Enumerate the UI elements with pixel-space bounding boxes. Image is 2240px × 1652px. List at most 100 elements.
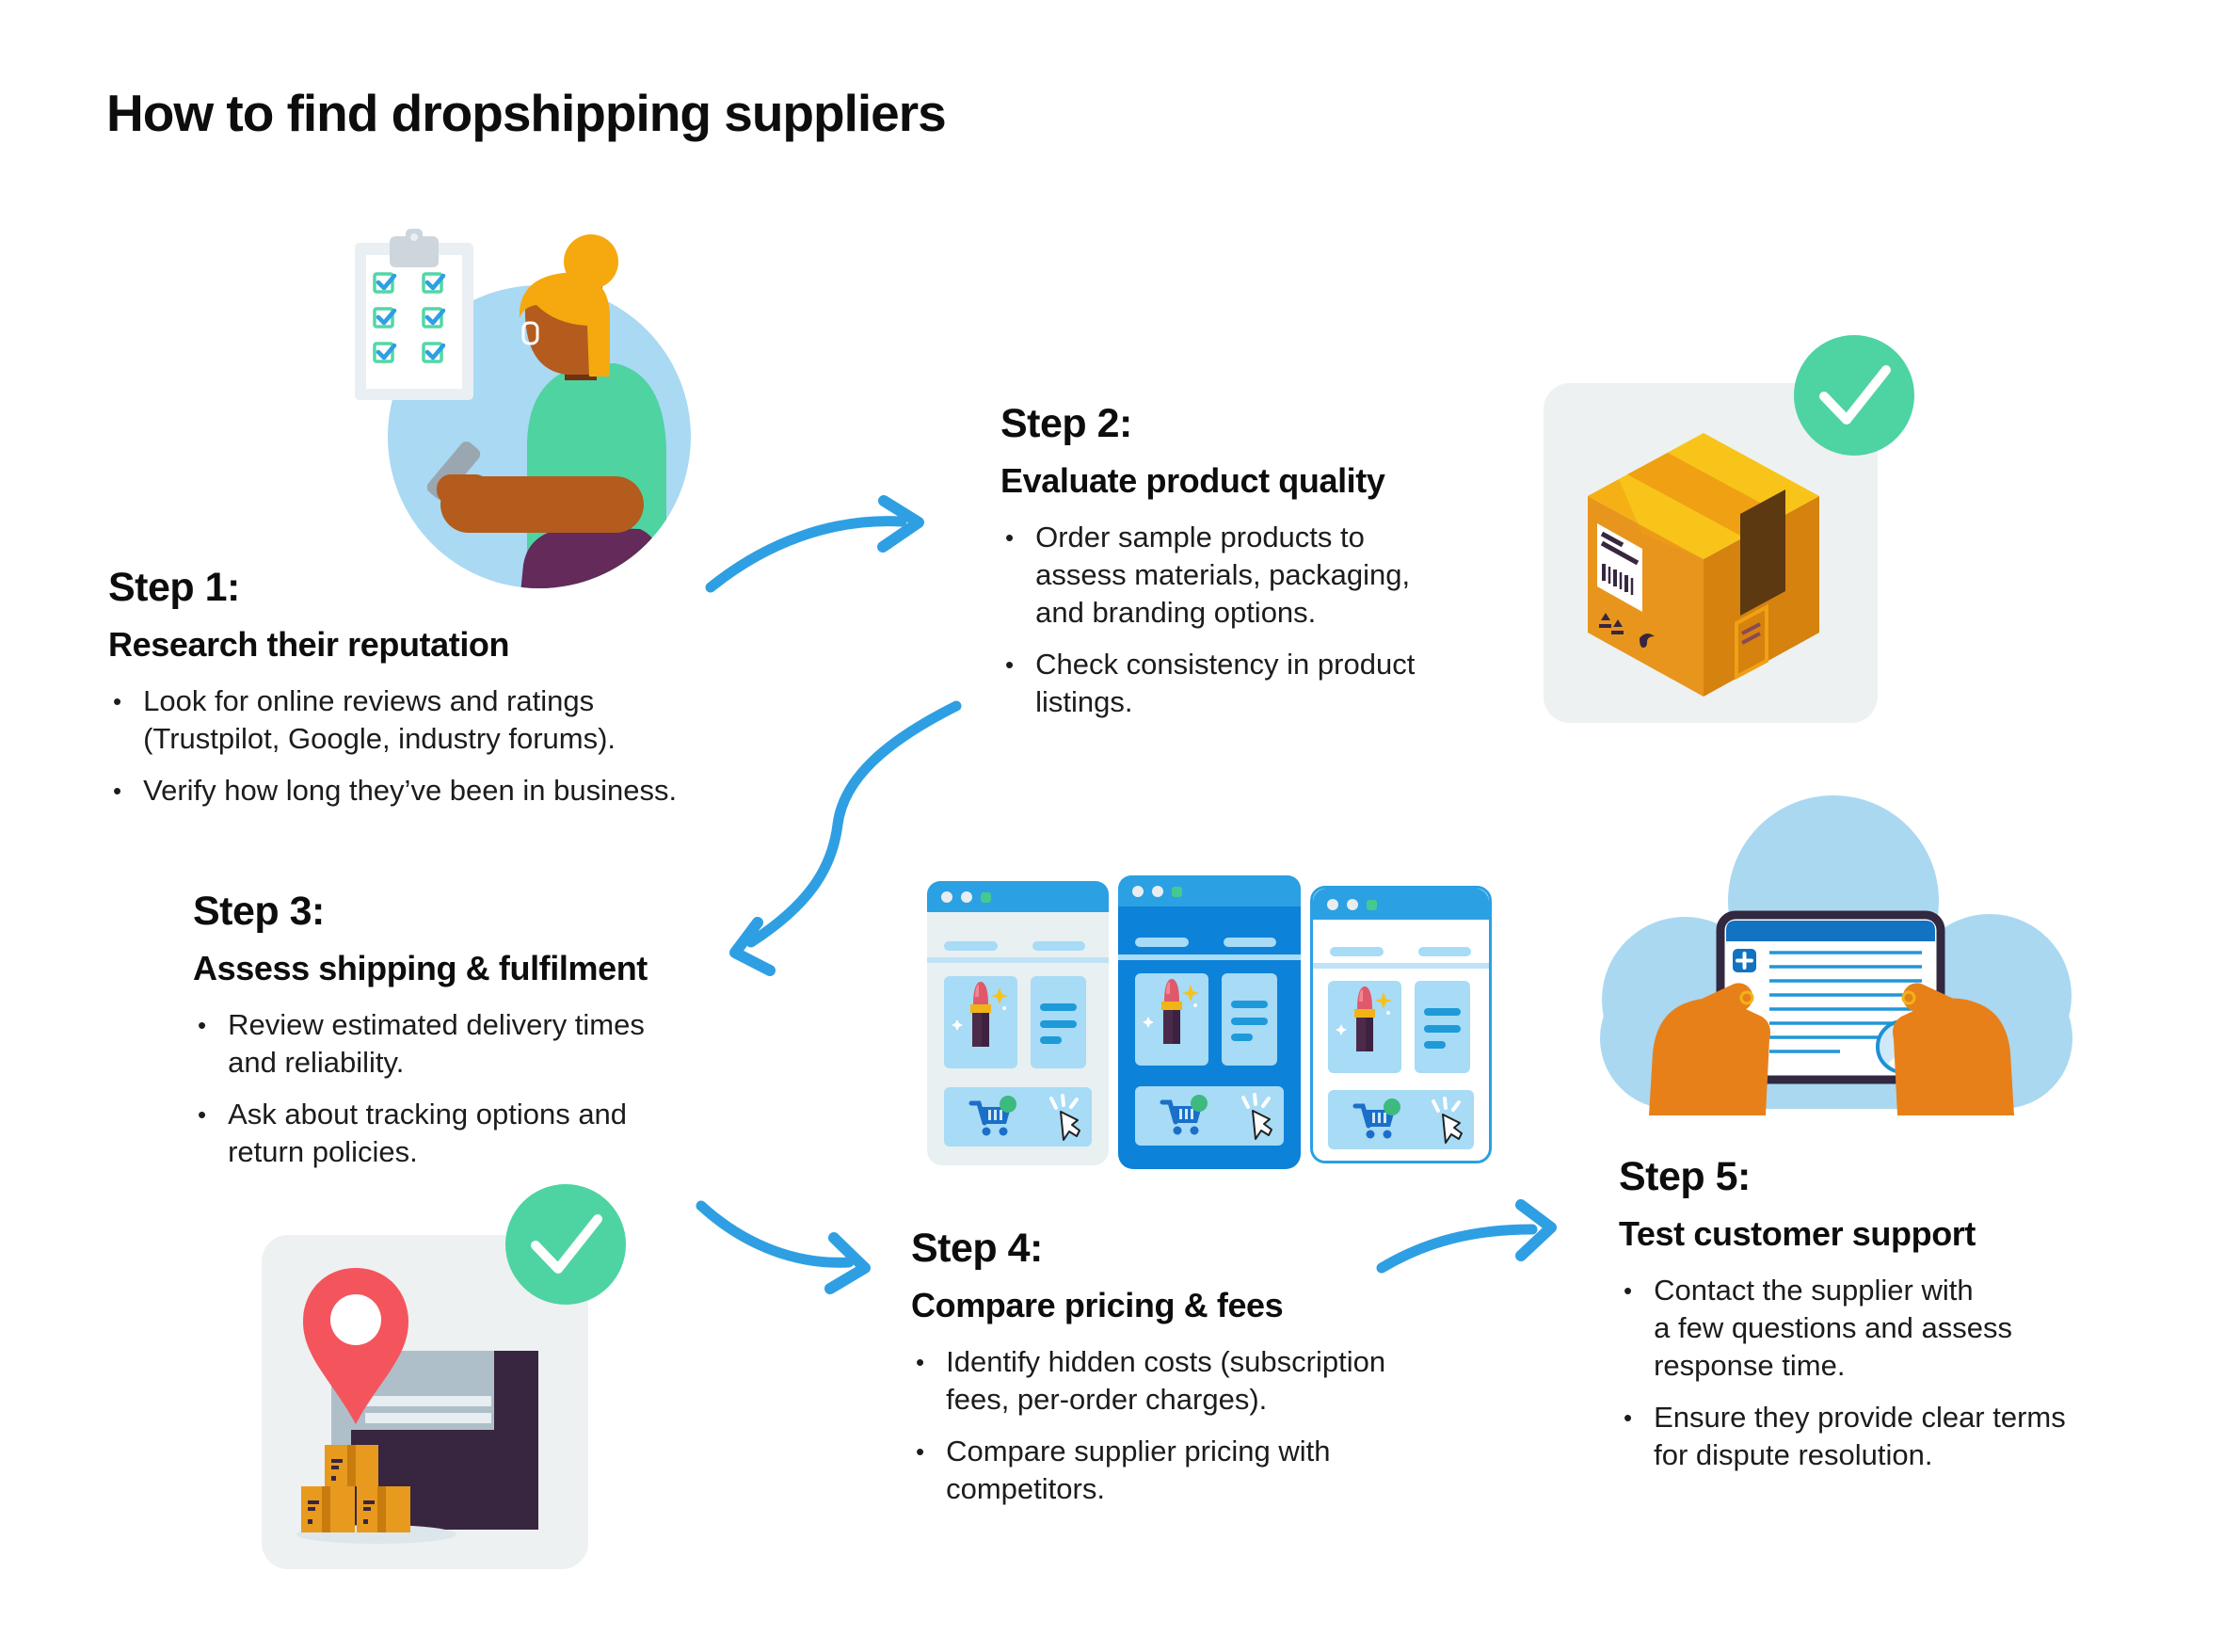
nav-divider [1118,954,1301,960]
bullet-text: Verify how long they’ve been in business… [143,774,678,807]
product-image-panel [1328,981,1401,1073]
product-text-panel [1222,973,1277,1066]
clipboard-clip [390,236,439,267]
hand [437,474,489,505]
arrow-step4-to-step5 [1376,1199,1557,1274]
checkmark-icon [376,273,446,361]
click-cursor-icon [1049,1094,1080,1141]
illustration-cloud-support [1600,795,2072,1115]
illustration-person-research [355,229,691,588]
crates [301,1445,410,1532]
nav-pill [944,941,998,951]
bullet-item: • Check consistency in product listings. [1005,646,1546,721]
click-cursor-icon [1432,1097,1463,1144]
hair [519,272,610,377]
cart-icon [968,1096,1016,1136]
click-cursor-icon [1241,1093,1272,1140]
pants [520,527,661,588]
browser-window [1118,875,1301,1169]
step-2-bullets: • Order sample products to assess materi… [1000,519,1546,721]
nav-pill [1224,938,1276,947]
lipstick-icon [1143,979,1199,1044]
step-1-bullets: • Look for online reviews and ratings (T… [108,682,711,810]
bullet-item: • Verify how long they’ve been in busine… [113,772,711,810]
bullet-text: Ask about tracking options and return po… [228,1098,628,1168]
step-4-label: Step 4: [911,1226,1043,1271]
step-3-label: Step 3: [193,889,325,934]
bullet-text: Identify hidden costs (subscription fees… [946,1345,1386,1416]
label-text-lines [1600,531,1640,566]
bullet-item: • Compare supplier pricing with competit… [916,1433,1523,1508]
nav-pill [1418,947,1471,956]
bullet-dot: • [198,1011,207,1039]
tablet-titlebar [1726,921,1935,941]
bullet-dot: • [198,1100,207,1129]
clipboard-checklist [355,229,473,400]
barcode-icon [1602,564,1634,595]
bullet-item: • Look for online reviews and ratings (T… [113,682,711,758]
lipstick-icon [1336,986,1392,1051]
cart-icon [1352,1099,1400,1139]
bullet-item: • Review estimated delivery times and re… [198,1006,776,1082]
glasses-icon [521,321,539,345]
step-3-text-block: Step 3: Assess shipping & fulfilment • R… [193,889,776,1171]
window-dots-icon [1132,886,1182,897]
thumb-nail [1901,990,1916,1005]
browser-titlebar [1118,875,1301,906]
box-top-corner [1588,479,1704,559]
step-5-label: Step 5: [1619,1154,1751,1199]
bullet-item: • Identify hidden costs (subscription fe… [916,1343,1523,1419]
bullet-dot: • [113,687,122,715]
browser-window [927,881,1109,1165]
window-dots-icon [1327,899,1377,910]
step-3-bullets: • Review estimated delivery times and re… [193,1006,776,1171]
box-open-flap [1740,489,1785,616]
bullet-dot: • [1624,1403,1633,1432]
bullet-text: Contact the supplier with a few question… [1654,1274,2012,1382]
browser-titlebar [927,881,1109,912]
product-image-panel [944,976,1017,1068]
hair-bun [564,234,618,289]
bullet-text: Order sample products to assess material… [1035,521,1411,629]
illustration-sample-box [1544,335,1914,723]
forearm [440,476,644,533]
hands [1649,983,2014,1115]
product-text-panel [1031,976,1086,1068]
checkmark-badge [505,1184,626,1305]
crate [325,1445,378,1486]
step-4-text-block: Step 4: Compare pricing & fees • Identif… [911,1226,1523,1508]
window-dots-icon [941,891,991,903]
checkbox-grid [373,272,446,363]
bullet-item: • Ask about tracking options and return … [198,1096,776,1171]
location-pin-icon [303,1268,408,1424]
bullet-item: • Contact the supplier with a few questi… [1624,1272,2202,1385]
step-2-label: Step 2: [1000,401,1132,446]
right-thumb [1902,983,1962,1026]
bullet-dot: • [1005,650,1015,679]
step-1-heading: Research their reputation [108,625,510,664]
nav-divider [1313,963,1489,969]
step-4-bullets: • Identify hidden costs (subscription fe… [911,1343,1523,1508]
step-5-heading: Test customer support [1619,1214,1976,1253]
arrow-step3-to-step4 [696,1200,871,1294]
browser-titlebar [1313,889,1489,920]
cart-icon [1160,1095,1208,1135]
crate [357,1486,410,1532]
checkmark-icon [531,1214,602,1274]
product-text-panel [1415,981,1470,1073]
bullet-dot: • [1005,523,1015,552]
crate [301,1486,355,1532]
bullet-dot: • [916,1437,925,1466]
step-5-text-block: Step 5: Test customer support • Contact … [1619,1154,2202,1474]
nav-pill [1330,947,1384,956]
box-side-label [1735,603,1768,681]
bullet-text: Check consistency in product listings. [1035,648,1416,718]
step-3-heading: Assess shipping & fulfilment [193,949,648,987]
bullet-dot: • [113,777,122,805]
step-2-text-block: Step 2: Evaluate product quality • Order… [1000,401,1546,721]
illustration-storefront-comparison [927,875,1496,1172]
step-4-heading: Compare pricing & fees [911,1286,1284,1324]
bullet-text: Compare supplier pricing with competitor… [946,1435,1331,1505]
bullet-item: • Ensure they provide clear terms for di… [1624,1399,2202,1474]
